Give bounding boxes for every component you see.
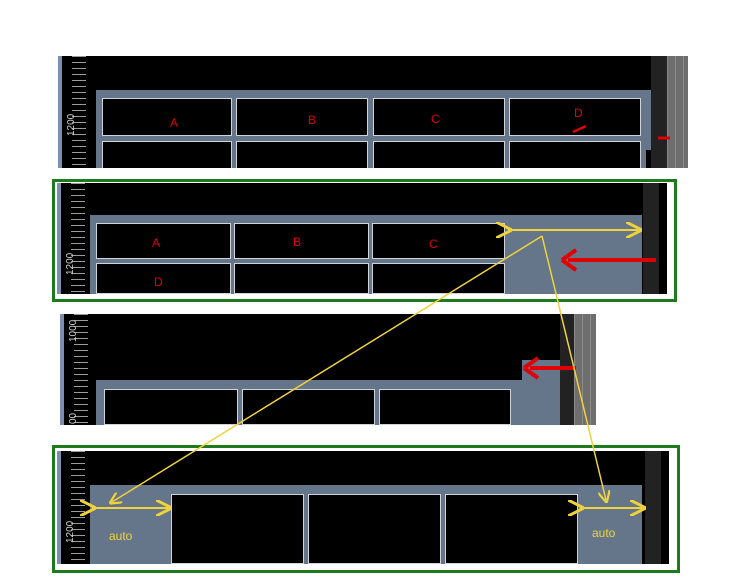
- ruler-label-bottom: 00: [68, 412, 79, 424]
- ruler-edge: [57, 183, 61, 294]
- cell-row2-1: [102, 141, 232, 168]
- cell-label-d: D: [154, 275, 163, 289]
- cell-label-b: B: [308, 113, 317, 127]
- cell-row2-4: [509, 141, 641, 168]
- ruler-edge: [57, 451, 61, 564]
- ruler-label: 1200: [66, 113, 77, 136]
- scrollbar[interactable]: [643, 183, 659, 294]
- panel-1: 1200 A B C D: [58, 56, 688, 168]
- cell-label-a: A: [152, 236, 161, 250]
- cell-row2-3: [372, 263, 505, 294]
- scrollbar[interactable]: [645, 451, 661, 564]
- cell-label-b: B: [293, 235, 302, 249]
- vertical-ruler: [57, 183, 87, 294]
- grid-area: [574, 314, 596, 425]
- cell-row2-3: [373, 141, 505, 168]
- ruler-edge: [60, 314, 64, 425]
- scrollbar[interactable]: [560, 314, 574, 425]
- vertical-ruler: [60, 314, 90, 425]
- vertical-ruler: [57, 451, 87, 564]
- cell-2: [308, 494, 441, 564]
- cell-c: [373, 98, 505, 136]
- ruler-label: 1200: [65, 252, 76, 275]
- scrollbar[interactable]: [651, 56, 667, 168]
- cell-label-c: C: [429, 237, 438, 251]
- cell-1: [171, 494, 304, 564]
- cell-b: [236, 98, 368, 136]
- cell-a: [96, 223, 231, 259]
- cell-1: [104, 389, 238, 425]
- cell-d: [96, 263, 231, 294]
- cell-label-d: D: [574, 106, 583, 120]
- ruler-label: 1200: [65, 520, 76, 543]
- auto-label-left: auto: [109, 529, 133, 543]
- cell-3: [379, 389, 511, 425]
- cell-3: [445, 494, 578, 564]
- cell-a: [102, 98, 232, 136]
- panel-4: 1200 auto auto: [57, 451, 669, 564]
- cell-label-a: A: [170, 116, 179, 130]
- cell-b: [234, 223, 369, 259]
- panel-3: 1000 00: [60, 314, 596, 425]
- cell-row2-2: [236, 141, 368, 168]
- cell-2: [242, 389, 375, 425]
- ruler-edge: [58, 56, 62, 168]
- auto-label-right: auto: [592, 526, 616, 540]
- grid-area: [667, 56, 688, 168]
- panel-2: 1200 A B C D: [57, 183, 667, 294]
- ruler-label-top: 1000: [68, 319, 79, 342]
- cell-label-c: C: [431, 112, 440, 126]
- vertical-ruler: [58, 56, 88, 168]
- cell-c: [372, 223, 505, 259]
- cell-row2-2: [234, 263, 369, 294]
